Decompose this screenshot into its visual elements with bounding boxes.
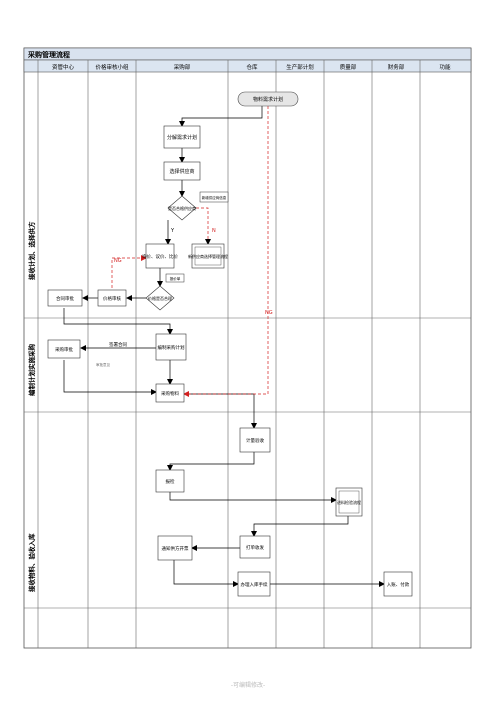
node-buy-label: 采购物料: [161, 390, 179, 397]
node-buy: [155, 383, 185, 403]
page-footer: -可编辑修改-: [230, 682, 266, 689]
node-split-plan-label: 分解需求计划: [167, 134, 197, 141]
node-qualified-decision-label: 是否合格供应商: [168, 205, 196, 211]
node-return-label: 通知供方开票: [162, 545, 189, 552]
note-review-opinion: 审批意见: [96, 362, 110, 367]
node-price-review-label: 价格审核: [103, 295, 121, 302]
node-pay: [383, 571, 413, 597]
node-return: [157, 535, 193, 561]
lane-header-2: 采购部: [174, 63, 191, 71]
node-new-supplier-flow-inner: [194, 246, 222, 266]
node-warehouse-entry-label: 办理入库手续: [241, 581, 268, 588]
diagram-title: 采购管理流程: [27, 50, 70, 59]
node-in-storage: [239, 535, 271, 559]
node-inquiry-label: 询价、议价、比价: [142, 253, 178, 260]
node-incoming-flow: [335, 487, 363, 517]
node-warehouse-entry: [237, 571, 271, 597]
note-quote-label: 报价单: [170, 276, 181, 281]
node-new-supplier-flow-label: 新供应商选择管理流程: [188, 253, 228, 259]
phase-label-2: 接收物料、验收入库: [27, 533, 36, 592]
node-count-check: [239, 427, 271, 453]
node-incoming-flow-label: 进料检验流程: [337, 499, 361, 505]
node-select-supplier-label: 选择供应商: [169, 168, 194, 175]
node-price-review: [97, 289, 127, 307]
lane-header-6: 财务部: [388, 63, 405, 71]
phase-label-1: 编制计划实施采购: [27, 344, 36, 397]
title-bar: [23, 47, 472, 61]
node-contract-review-label: 合同审批: [56, 295, 74, 302]
node-purchase-review-label: 采购审批: [55, 346, 73, 353]
node-contract-review: [47, 289, 83, 307]
node-price-decision-label: 价格是否合理: [148, 295, 172, 301]
node-make-plan-label: 编制采购计划: [158, 344, 185, 351]
ng-connectors: [111, 106, 269, 397]
phase-label-0: 接收计划、选择供方: [27, 221, 36, 280]
label-sign-contract: 签署合同: [109, 341, 127, 348]
lane-header-7: 功能: [439, 63, 451, 71]
node-inspection: [155, 469, 185, 493]
node-purchase-review: [47, 339, 81, 359]
lane-header-3: 仓库: [246, 63, 258, 71]
node-price-decision: [145, 285, 175, 311]
phase-separators: [24, 317, 471, 609]
node-material-plan: [237, 91, 299, 107]
node-inquiry: [145, 243, 175, 269]
node-select-supplier: [163, 161, 201, 181]
label-no: N: [212, 228, 216, 234]
label-ng-material: NG: [265, 310, 273, 316]
lane-header-0: 资管中心: [52, 63, 75, 71]
note-new-supplier-label: 新增供应商信息: [202, 195, 227, 200]
node-new-supplier-flow: [191, 243, 225, 269]
node-split-plan: [163, 125, 201, 149]
node-make-plan: [155, 333, 187, 361]
node-pay-label: 入账、付款: [387, 581, 410, 588]
lane-header-4: 生产部计划: [286, 63, 314, 71]
lane-header-1: 价格审核小组: [95, 63, 129, 71]
lane-header-5: 质量部: [340, 63, 357, 71]
node-material-plan-label: 物料需求计划: [253, 96, 283, 103]
note-new-supplier: [199, 191, 229, 203]
node-count-check-label: 计量验收: [246, 437, 264, 444]
label-ng-price: NG: [114, 258, 122, 264]
node-in-storage-label: 打单收发: [246, 544, 264, 551]
note-quote: [165, 273, 185, 283]
label-yes: Y: [170, 228, 175, 234]
lane-separators: [37, 60, 421, 648]
node-incoming-flow-inner: [338, 490, 360, 514]
node-inspection-label: 报检: [166, 478, 175, 485]
node-qualified-decision: [167, 195, 197, 221]
